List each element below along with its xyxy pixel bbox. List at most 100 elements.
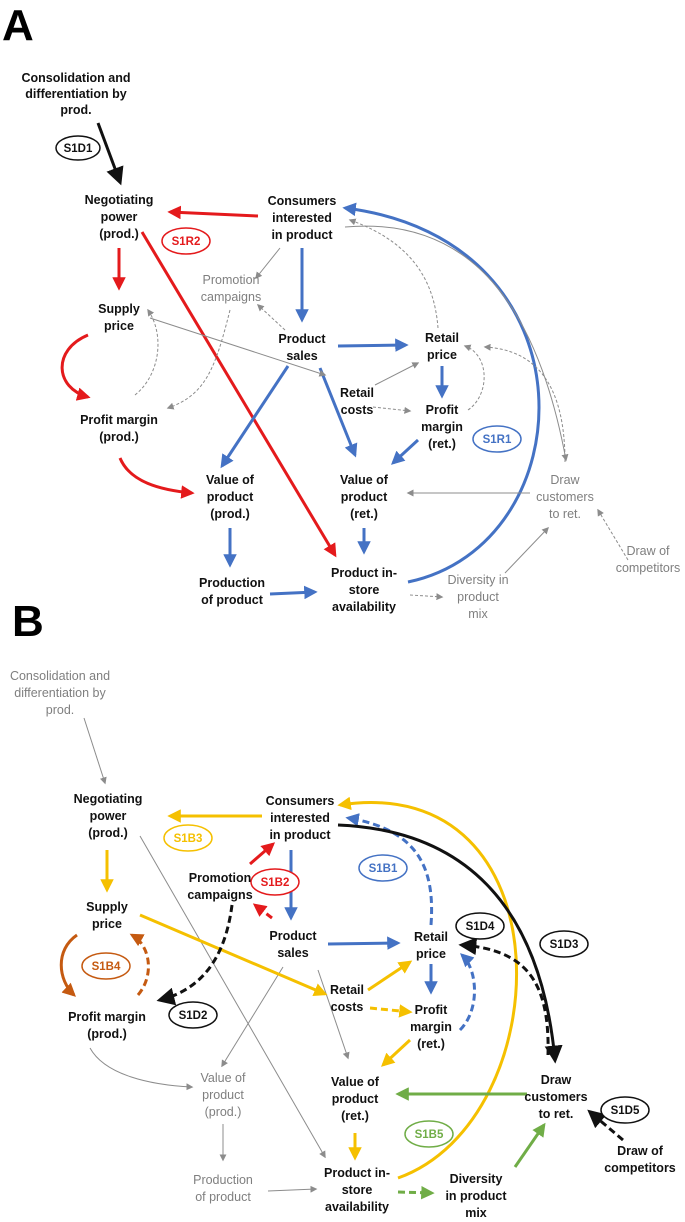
arrow-b-profitret-retailprice bbox=[458, 953, 476, 1032]
node-a-draw-customers: Draw customers to ret. bbox=[536, 473, 594, 521]
arrow-a-supply-retailcosts bbox=[149, 317, 327, 377]
arrow-a-sales-valueprod bbox=[220, 365, 290, 469]
node-a-supply: Supply price bbox=[98, 302, 140, 333]
node-b-retail-price: Retail price bbox=[414, 930, 448, 961]
svg-text:product: product bbox=[341, 490, 388, 504]
arrow-b-availability-consumers bbox=[337, 796, 519, 1180]
arrow-b-production-availability bbox=[267, 1185, 318, 1193]
arrow-b-retailcosts-profitret bbox=[369, 1004, 413, 1018]
svg-text:price: price bbox=[427, 348, 457, 362]
arrow-a-profit-supply bbox=[134, 308, 159, 396]
node-a-draw-competitors: Draw of competitors bbox=[616, 544, 681, 575]
node-a-diversity: Diversity in product mix bbox=[447, 573, 508, 621]
node-a-retail-price: Retail price bbox=[425, 331, 459, 362]
svg-text:mix: mix bbox=[465, 1206, 487, 1220]
arrow-b-availability-diversity bbox=[397, 1185, 435, 1200]
svg-text:availability: availability bbox=[325, 1200, 389, 1214]
loop-label-s1b5: S1B5 bbox=[404, 1120, 454, 1148]
diagram-b-arrows bbox=[59, 717, 624, 1200]
svg-text:S1R1: S1R1 bbox=[483, 434, 512, 446]
svg-text:Product in-: Product in- bbox=[324, 1166, 390, 1180]
svg-text:Draw of: Draw of bbox=[617, 1144, 664, 1158]
svg-text:power: power bbox=[90, 809, 127, 823]
svg-text:S1B1: S1B1 bbox=[369, 863, 398, 875]
svg-text:Negotiating: Negotiating bbox=[85, 193, 154, 207]
svg-text:Profit: Profit bbox=[415, 1003, 448, 1017]
svg-text:S1D5: S1D5 bbox=[611, 1105, 640, 1117]
svg-text:Negotiating: Negotiating bbox=[74, 792, 143, 806]
svg-text:S1D4: S1D4 bbox=[466, 921, 495, 933]
svg-text:costs: costs bbox=[331, 1000, 364, 1014]
loop-label-s1b2: S1B2 bbox=[250, 868, 300, 896]
arrow-b-retailprice-consumers bbox=[345, 813, 434, 926]
arrow-b-profit-supply bbox=[129, 933, 150, 996]
svg-text:store: store bbox=[342, 1183, 373, 1197]
node-b-value-ret: Value of product (ret.) bbox=[331, 1075, 380, 1123]
loop-label-s1r1: S1R1 bbox=[472, 425, 522, 453]
arrow-a-drawcustomers-retailprice bbox=[483, 343, 566, 463]
node-a-negotiating: Negotiating power (prod.) bbox=[85, 193, 154, 241]
arrow-a-promotion-profit bbox=[166, 309, 231, 410]
svg-text:Product: Product bbox=[278, 332, 326, 346]
loop-label-s1b3: S1B3 bbox=[163, 824, 213, 852]
svg-text:prod.: prod. bbox=[60, 103, 91, 117]
node-b-draw-competitors: Draw of competitors bbox=[604, 1144, 676, 1175]
arrow-b-promotion-consumers bbox=[249, 842, 276, 866]
svg-text:sales: sales bbox=[286, 349, 317, 363]
svg-text:Draw: Draw bbox=[550, 473, 580, 487]
svg-text:(prod.): (prod.) bbox=[99, 227, 139, 241]
svg-text:Promotion: Promotion bbox=[203, 273, 260, 287]
svg-text:power: power bbox=[101, 210, 138, 224]
svg-text:mix: mix bbox=[468, 607, 488, 621]
svg-text:campaigns: campaigns bbox=[187, 888, 252, 902]
arrow-a-consolidation-negotiating bbox=[96, 122, 124, 186]
svg-text:interested: interested bbox=[272, 211, 332, 225]
node-b-supply: Supply price bbox=[86, 900, 128, 931]
svg-text:Diversity in: Diversity in bbox=[447, 573, 508, 587]
arrow-b-supply-profit bbox=[59, 933, 78, 997]
svg-text:S1R2: S1R2 bbox=[172, 236, 201, 248]
arrow-b-sales-valueprod bbox=[221, 966, 284, 1068]
arrow-a-availability-consumers bbox=[342, 202, 541, 584]
svg-text:(prod.): (prod.) bbox=[205, 1105, 242, 1119]
node-a-retail-costs: Retail costs bbox=[340, 386, 374, 417]
svg-text:S1B2: S1B2 bbox=[261, 877, 290, 889]
svg-text:interested: interested bbox=[270, 811, 330, 825]
svg-text:in product: in product bbox=[445, 1189, 507, 1203]
svg-text:S1D1: S1D1 bbox=[64, 143, 93, 155]
loop-label-s1b1: S1B1 bbox=[358, 854, 408, 882]
arrow-a-consumers-drawcustomers bbox=[344, 225, 569, 462]
node-b-profit-prod: Profit margin (prod.) bbox=[68, 1010, 146, 1041]
arrow-b-sales-promotion bbox=[252, 903, 273, 920]
node-b-retail-costs: Retail costs bbox=[330, 983, 364, 1014]
svg-text:price: price bbox=[92, 917, 122, 931]
node-b-negotiating: Negotiating power (prod.) bbox=[74, 792, 143, 840]
arrow-b-consumers-drawcustomers bbox=[337, 823, 563, 1064]
node-b-value-prod: Value of product (prod.) bbox=[201, 1071, 246, 1119]
svg-text:(ret.): (ret.) bbox=[417, 1037, 445, 1051]
node-b-production: Production of product bbox=[193, 1173, 253, 1204]
node-b-consumers: Consumers interested in product bbox=[266, 794, 335, 842]
arrow-a-sales-valueret bbox=[318, 367, 358, 458]
svg-text:Value of: Value of bbox=[331, 1075, 380, 1089]
arrow-a-consumers-promotion bbox=[255, 247, 281, 280]
svg-text:costs: costs bbox=[341, 403, 374, 417]
svg-text:of product: of product bbox=[195, 1190, 251, 1204]
node-b-consolidation: Consolidation and differentiation by pro… bbox=[10, 669, 110, 717]
svg-text:availability: availability bbox=[332, 600, 396, 614]
svg-text:S1B4: S1B4 bbox=[92, 961, 121, 973]
svg-text:customers: customers bbox=[536, 490, 594, 504]
svg-text:S1D2: S1D2 bbox=[179, 1010, 208, 1022]
svg-text:of product: of product bbox=[201, 593, 264, 607]
svg-text:Production: Production bbox=[193, 1173, 253, 1187]
loop-label-s1d2: S1D2 bbox=[168, 1001, 218, 1029]
svg-text:product: product bbox=[332, 1092, 379, 1106]
svg-text:to ret.: to ret. bbox=[539, 1107, 574, 1121]
node-a-consolidation: Consolidation and differentiation by pro… bbox=[21, 71, 130, 117]
loop-label-s1d5: S1D5 bbox=[600, 1096, 650, 1124]
node-b-profit-ret: Profit margin (ret.) bbox=[410, 1003, 452, 1051]
svg-text:(prod.): (prod.) bbox=[88, 826, 128, 840]
arrow-b-promotion-profit bbox=[156, 904, 234, 1006]
svg-text:Retail: Retail bbox=[330, 983, 364, 997]
panel-b-label: B bbox=[12, 597, 44, 646]
